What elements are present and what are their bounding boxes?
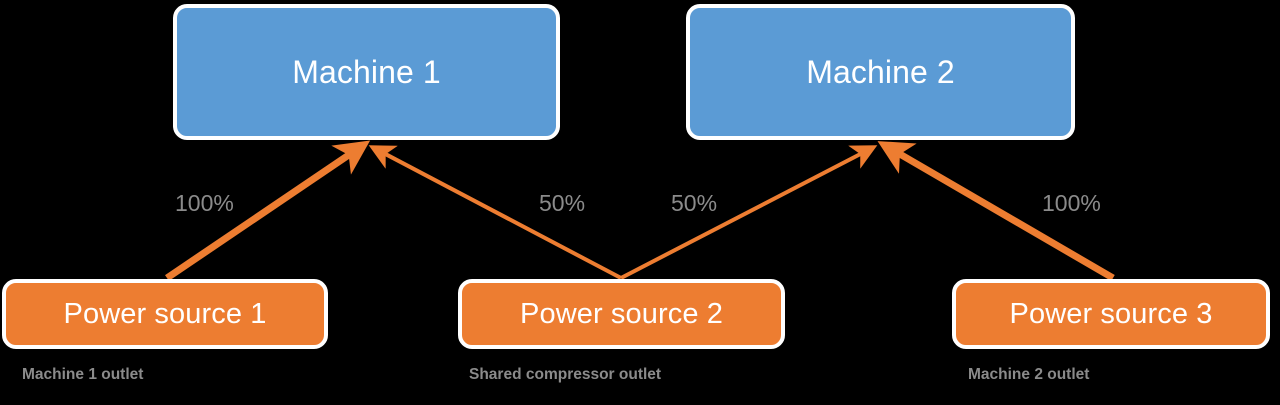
- edge-ps1-m1: [165, 140, 371, 281]
- edge-label-ps1-m1: 100%: [175, 190, 234, 216]
- edge-ps2-m1: [368, 145, 622, 280]
- node-power-source-2[interactable]: Power source 2: [458, 279, 785, 349]
- node-power-source-3[interactable]: Power source 3: [952, 279, 1270, 349]
- caption-power-source-1: Machine 1 outlet: [22, 366, 144, 383]
- node-machine-2-label: Machine 2: [806, 54, 955, 90]
- edge-label-ps2-m2: 50%: [671, 190, 718, 216]
- node-power-source-1[interactable]: Power source 1: [2, 279, 328, 349]
- edge-label-ps2-m1: 50%: [539, 190, 586, 216]
- edge-ps2-m2: [620, 145, 878, 280]
- edge-ps3-m2: [877, 141, 1115, 282]
- node-power-source-2-label: Power source 2: [520, 297, 723, 330]
- edge-label-ps3-m2: 100%: [1042, 190, 1101, 216]
- node-machine-2[interactable]: Machine 2: [686, 4, 1075, 140]
- node-machine-1-label: Machine 1: [292, 54, 441, 90]
- node-power-source-1-label: Power source 1: [63, 297, 267, 330]
- node-machine-1[interactable]: Machine 1: [173, 4, 560, 140]
- caption-power-source-2: Shared compressor outlet: [469, 366, 662, 383]
- caption-power-source-3: Machine 2 outlet: [968, 366, 1090, 383]
- node-power-source-3-label: Power source 3: [1009, 297, 1213, 330]
